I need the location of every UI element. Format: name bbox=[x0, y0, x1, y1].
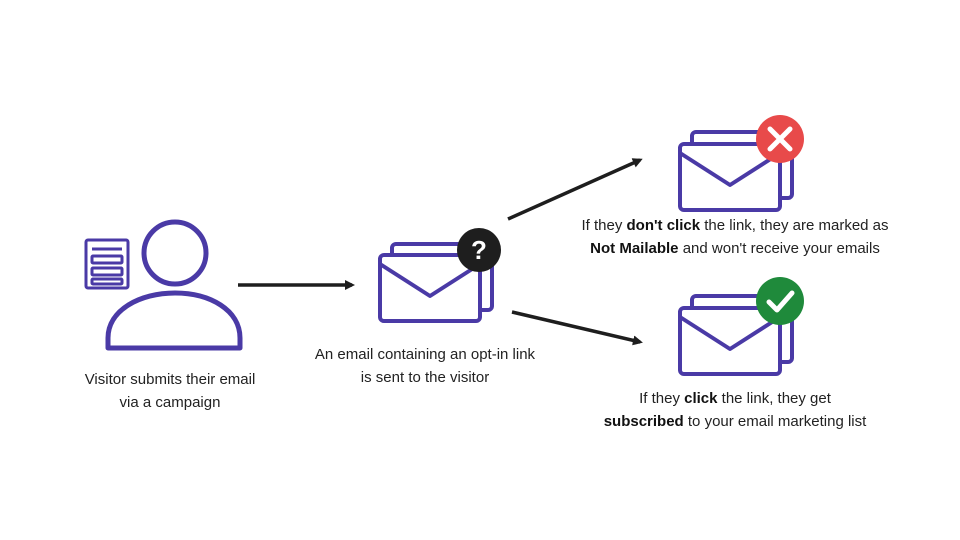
visitor-caption-line1: Visitor submits their email bbox=[84, 371, 256, 388]
click-emphasis: click bbox=[684, 390, 718, 407]
subscribed-caption-line2: subscribed to your email marketing list bbox=[603, 413, 867, 430]
arrow-to-subscribed bbox=[511, 310, 643, 346]
green-check-icon bbox=[756, 277, 804, 325]
visitor-caption-line2: via a campaign bbox=[119, 394, 221, 411]
email-caption-line1: An email containing an opt-in link bbox=[314, 346, 536, 363]
arrow-to-not-mailable bbox=[507, 158, 643, 221]
not-mailable-caption-line2: Not Mailable and won't receive your emai… bbox=[590, 240, 880, 257]
form-document-icon bbox=[84, 238, 130, 290]
email-step-caption: An email containing an opt-in link is se… bbox=[290, 343, 560, 389]
question-mark-glyph: ? bbox=[471, 235, 487, 265]
subscribed-caption: If they click the link, they get subscri… bbox=[565, 387, 905, 433]
visitor-step-caption: Visitor submits their email via a campai… bbox=[55, 368, 285, 414]
not-mailable-caption-line1: If they don't click the link, they are m… bbox=[581, 217, 889, 234]
email-caption-line2: is sent to the visitor bbox=[360, 369, 490, 386]
subscribed-caption-line1: If they click the link, they get bbox=[639, 390, 831, 407]
person-icon bbox=[105, 219, 243, 351]
not-mailable-emphasis: Not Mailable bbox=[590, 240, 679, 257]
not-mailable-caption: If they don't click the link, they are m… bbox=[545, 214, 925, 260]
question-mark-icon: ? bbox=[457, 228, 501, 272]
dont-click-emphasis: don't click bbox=[626, 217, 701, 234]
subscribed-emphasis: subscribed bbox=[603, 413, 684, 430]
red-x-icon bbox=[756, 115, 804, 163]
